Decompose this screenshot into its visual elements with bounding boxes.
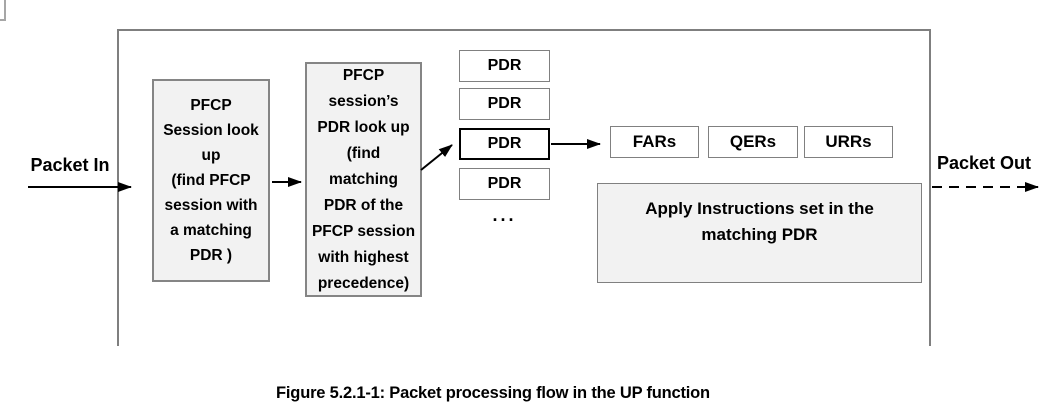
- pdr-lookup-box: PFCP session’s PDR look up (find matchin…: [305, 62, 422, 297]
- packet-in-label: Packet In: [30, 155, 110, 175]
- pdr-box-2: PDR: [459, 88, 550, 120]
- qers-box: QERs: [708, 126, 798, 158]
- fars-box: FARs: [610, 126, 699, 158]
- figure-caption: Figure 5.2.1-1: Packet processing flow i…: [276, 384, 710, 402]
- urrs-box: URRs: [804, 126, 893, 158]
- apply-instructions-box: Apply Instructions set in the matching P…: [597, 183, 922, 283]
- cropped-corner-box: [0, 0, 6, 21]
- pdr-box-1: PDR: [459, 50, 550, 82]
- pdr-box-4: PDR: [459, 168, 550, 200]
- pfcp-session-lookup-box: PFCP Session look up (find PFCP session …: [152, 79, 270, 282]
- pdr-box-matched: PDR: [459, 128, 550, 160]
- packet-out-label: Packet Out: [936, 153, 1032, 173]
- more-pdrs-ellipsis: ...: [492, 205, 517, 225]
